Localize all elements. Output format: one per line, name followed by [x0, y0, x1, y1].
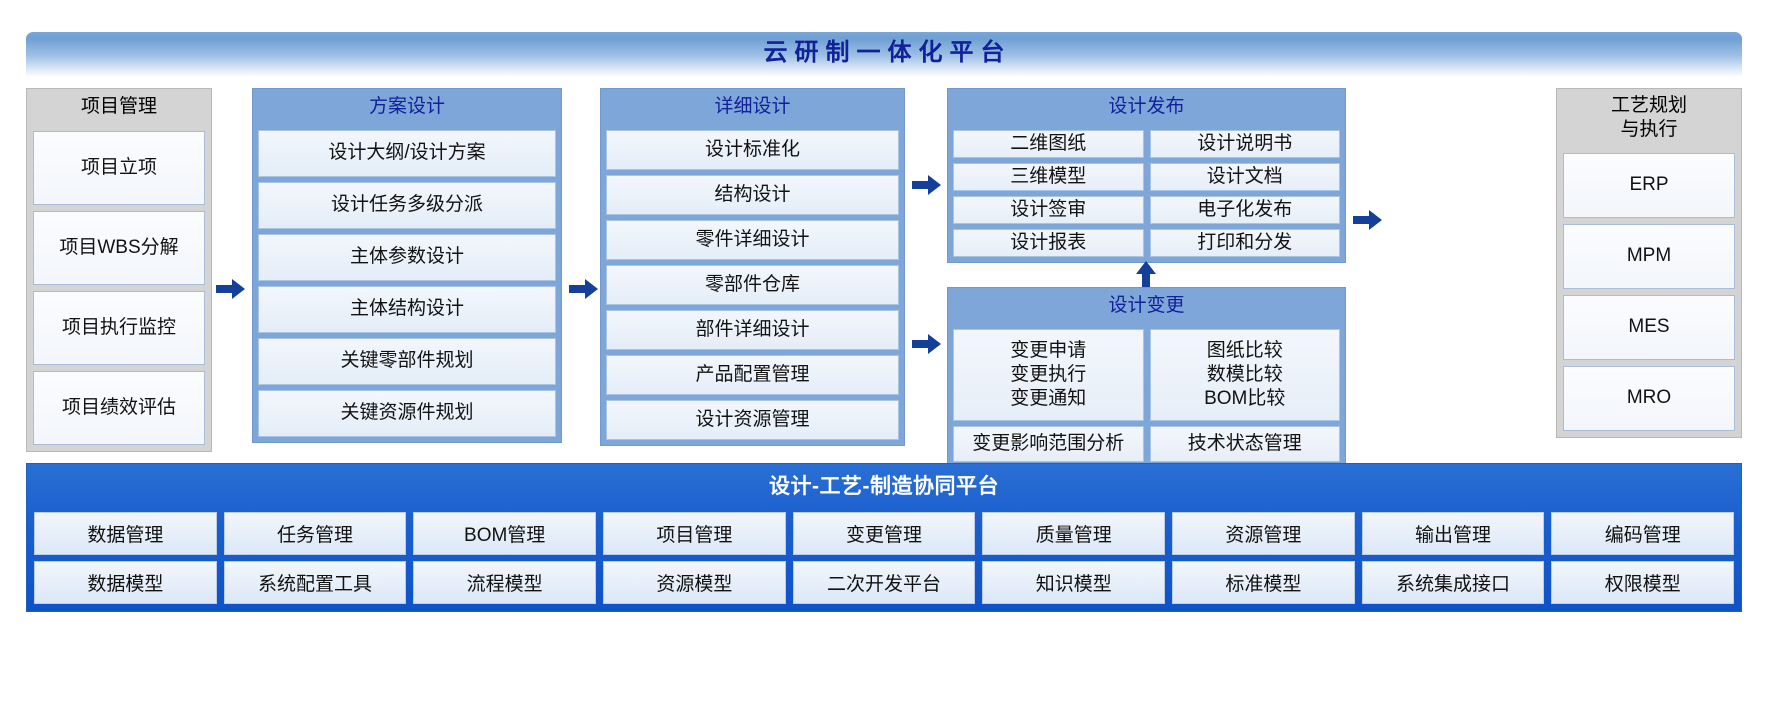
- platform-cell[interactable]: 二次开发平台: [792, 561, 976, 604]
- platform-cell[interactable]: 系统集成接口: [1361, 561, 1545, 604]
- arrow-head: [232, 279, 245, 299]
- block-design-change: 设计变更 变更申请 变更执行 变更通知 图纸比较 数模比较 BOM比较 变更影响…: [947, 287, 1346, 468]
- platform-cell[interactable]: 输出管理: [1361, 512, 1545, 555]
- list-item[interactable]: 打印和分发: [1149, 229, 1340, 257]
- platform-cell[interactable]: 数据管理: [34, 512, 217, 555]
- list-item[interactable]: 结构设计: [606, 175, 899, 215]
- list-item[interactable]: 技术状态管理: [1149, 426, 1340, 462]
- arrow-head: [585, 279, 598, 299]
- list-item[interactable]: 主体参数设计: [258, 234, 556, 281]
- list-item[interactable]: 电子化发布: [1149, 196, 1340, 224]
- list-item[interactable]: 项目WBS分解: [33, 211, 205, 285]
- column-header-process-planning: 工艺规划 与执行: [1563, 89, 1735, 147]
- list-item[interactable]: 关键资源件规划: [258, 390, 556, 437]
- platform-cell[interactable]: 编码管理: [1551, 512, 1735, 555]
- list-item[interactable]: 设计任务多级分派: [258, 182, 556, 229]
- platform-cell[interactable]: 资源管理: [1172, 512, 1355, 555]
- platform-cell[interactable]: 流程模型: [413, 561, 597, 604]
- arrow-head: [928, 175, 941, 195]
- list-item[interactable]: 项目绩效评估: [33, 371, 205, 445]
- list-item[interactable]: 设计签审: [953, 196, 1144, 224]
- list-item[interactable]: 主体结构设计: [258, 286, 556, 333]
- column-process-planning: 工艺规划 与执行 ERP MPM MES MRO: [1556, 88, 1742, 438]
- column-header-project-management: 项目管理: [33, 89, 205, 125]
- list-item[interactable]: 项目立项: [33, 131, 205, 205]
- block-items-design-release: 二维图纸 设计说明书 三维模型 设计文档 设计签审 电子化发布 设计报表 打印和…: [948, 125, 1345, 262]
- platform-cell[interactable]: 任务管理: [223, 512, 407, 555]
- list-item[interactable]: 零件详细设计: [606, 220, 899, 260]
- list-item[interactable]: 设计大纲/设计方案: [258, 130, 556, 177]
- arrow-head: [928, 334, 941, 354]
- list-item[interactable]: 零部件仓库: [606, 265, 899, 305]
- arrow-shaft: [569, 285, 587, 293]
- list-item[interactable]: 图纸比较 数模比较 BOM比较: [1149, 329, 1340, 421]
- list-item[interactable]: 设计标准化: [606, 130, 899, 170]
- list-item[interactable]: 产品配置管理: [606, 355, 899, 395]
- platform-cell[interactable]: 资源模型: [603, 561, 786, 604]
- list-item[interactable]: 二维图纸: [953, 130, 1144, 158]
- column-items-scheme-design: 设计大纲/设计方案 设计任务多级分派 主体参数设计 主体结构设计 关键零部件规划…: [253, 125, 561, 442]
- list-item[interactable]: 项目执行监控: [33, 291, 205, 365]
- platform-cell[interactable]: 权限模型: [1551, 561, 1735, 604]
- platform-cell[interactable]: 变更管理: [792, 512, 976, 555]
- column-scheme-design: 方案设计 设计大纲/设计方案 设计任务多级分派 主体参数设计 主体结构设计 关键…: [252, 88, 562, 443]
- list-item[interactable]: MPM: [1563, 224, 1735, 289]
- list-item[interactable]: 设计报表: [953, 229, 1144, 257]
- block-header-design-release: 设计发布: [948, 89, 1345, 125]
- list-item[interactable]: 三维模型: [953, 163, 1144, 191]
- arrow-shaft: [216, 285, 234, 293]
- collaboration-platform: 设计-工艺-制造协同平台 数据管理 任务管理 BOM管理 项目管理 变更管理 质…: [26, 463, 1742, 612]
- column-header-scheme-design: 方案设计: [253, 89, 561, 125]
- column-project-management: 项目管理 项目立项 项目WBS分解 项目执行监控 项目绩效评估: [26, 88, 212, 452]
- list-item[interactable]: MES: [1563, 295, 1735, 360]
- arrow-shaft: [1142, 273, 1150, 291]
- page-title: 云研制一体化平台: [763, 38, 1012, 66]
- platform-row-models: 数据模型 系统配置工具 流程模型 资源模型 二次开发平台 知识模型 标准模型 系…: [27, 561, 1741, 604]
- column-items-project-management: 项目立项 项目WBS分解 项目执行监控 项目绩效评估: [33, 125, 205, 445]
- block-items-design-change: 变更申请 变更执行 变更通知 图纸比较 数模比较 BOM比较 变更影响范围分析 …: [948, 324, 1345, 467]
- list-item[interactable]: MRO: [1563, 366, 1735, 431]
- list-item[interactable]: 变更申请 变更执行 变更通知: [953, 329, 1144, 421]
- column-detail-design: 详细设计 设计标准化 结构设计 零件详细设计 零部件仓库 部件详细设计 产品配置…: [600, 88, 905, 446]
- list-item[interactable]: 变更影响范围分析: [953, 426, 1144, 462]
- arrow-shaft: [912, 181, 930, 189]
- arrow-shaft: [912, 340, 930, 348]
- platform-cell[interactable]: 知识模型: [982, 561, 1166, 604]
- block-header-design-change: 设计变更: [948, 288, 1345, 324]
- platform-cell[interactable]: 系统配置工具: [223, 561, 407, 604]
- arrow-head: [1136, 261, 1156, 274]
- arrow-head: [1369, 210, 1382, 230]
- page-title-banner: 云研制一体化平台: [26, 32, 1742, 77]
- platform-cell[interactable]: 质量管理: [982, 512, 1166, 555]
- list-item[interactable]: 设计资源管理: [606, 400, 899, 440]
- list-item[interactable]: 部件详细设计: [606, 310, 899, 350]
- platform-title: 设计-工艺-制造协同平台: [769, 475, 999, 498]
- block-design-release: 设计发布 二维图纸 设计说明书 三维模型 设计文档 设计签审 电子化发布 设计报…: [947, 88, 1346, 263]
- column-items-detail-design: 设计标准化 结构设计 零件详细设计 零部件仓库 部件详细设计 产品配置管理 设计…: [601, 125, 904, 445]
- list-item[interactable]: 关键零部件规划: [258, 338, 556, 385]
- list-item[interactable]: 设计说明书: [1149, 130, 1340, 158]
- platform-cell[interactable]: 项目管理: [603, 512, 786, 555]
- platform-cell[interactable]: 标准模型: [1172, 561, 1355, 604]
- column-header-detail-design: 详细设计: [601, 89, 904, 125]
- arrow-shaft: [1353, 216, 1371, 224]
- list-item[interactable]: 设计文档: [1149, 163, 1340, 191]
- platform-row-modules: 数据管理 任务管理 BOM管理 项目管理 变更管理 质量管理 资源管理 输出管理…: [27, 512, 1741, 555]
- platform-cell[interactable]: BOM管理: [413, 512, 597, 555]
- list-item[interactable]: ERP: [1563, 153, 1735, 218]
- column-items-process-planning: ERP MPM MES MRO: [1563, 147, 1735, 431]
- platform-cell[interactable]: 数据模型: [34, 561, 217, 604]
